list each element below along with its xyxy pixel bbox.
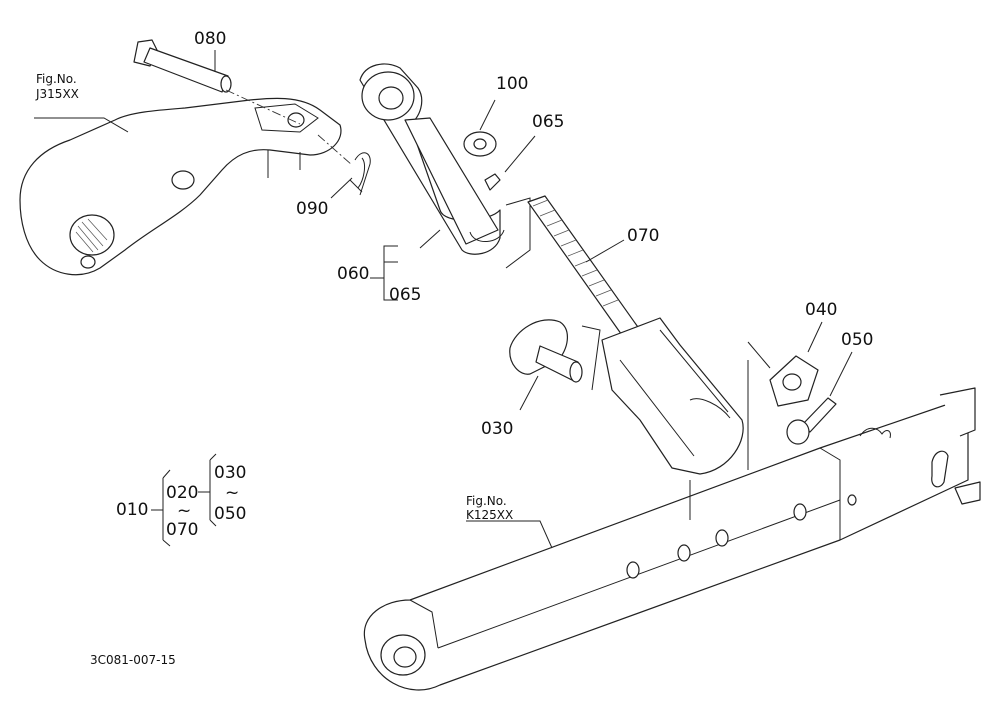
legend-sub-tilde: ~: [177, 501, 192, 521]
callout-060: 060: [337, 264, 370, 284]
callout-100: 100: [496, 74, 529, 94]
callout-070: 070: [627, 226, 660, 246]
legend-group-to: 050: [214, 504, 247, 524]
linch-pin-050: [786, 397, 837, 445]
callout-030: 030: [481, 419, 514, 439]
fig-ref-id-upper: J315XX: [36, 87, 79, 101]
pin-030: [509, 319, 601, 391]
fig-ref-label-lower: Fig.No.: [466, 494, 507, 508]
callout-090: 090: [296, 199, 329, 219]
fig-ref-label-upper: Fig.No.: [36, 72, 77, 86]
callout-040: 040: [805, 300, 838, 320]
fig-ref-id-lower: K125XX: [466, 508, 514, 522]
legend-main-010: 010: [116, 500, 149, 520]
yoke-end: [601, 317, 744, 475]
legend-group-from: 030: [214, 463, 247, 483]
callout-080: 080: [194, 29, 227, 49]
link-bracket: [505, 197, 531, 269]
legend-sub-to: 070: [166, 520, 199, 540]
callout-050: 050: [841, 330, 874, 350]
lift-arm: [19, 97, 342, 276]
grease-nipple-065: [484, 173, 501, 191]
leader-lines: [34, 50, 853, 549]
clip-pin-090: [317, 134, 371, 196]
clip-040: [747, 341, 819, 470]
drawing-code: 3C081-007-15: [90, 653, 176, 667]
lower-link: [363, 387, 981, 691]
washer-100-hole: [473, 138, 487, 150]
legend-group-tilde: ~: [225, 483, 240, 503]
callout-065-sub: 065: [389, 285, 422, 305]
legend-sub-from: 020: [166, 483, 199, 503]
callout-065: 065: [532, 112, 565, 132]
screw-rod-070: [527, 195, 641, 339]
top-link-body-060: [359, 63, 505, 255]
pin-080: [133, 39, 301, 125]
